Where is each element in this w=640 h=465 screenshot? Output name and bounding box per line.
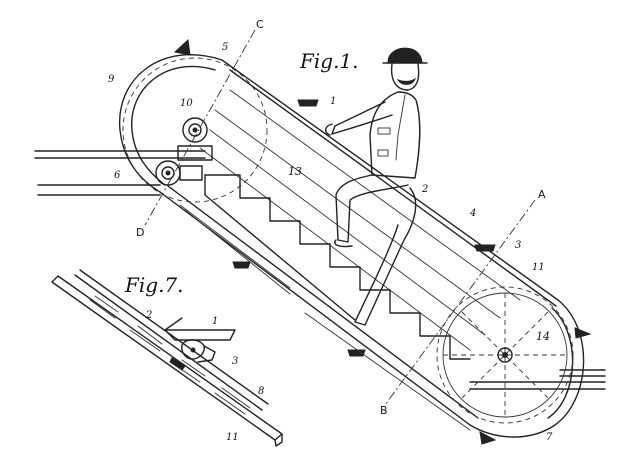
fig7-title: Fig.7. — [124, 273, 184, 297]
lower-landing — [469, 369, 606, 390]
fig7-ref-1: 1 — [212, 316, 218, 327]
ref-9-drum: 9 — [108, 74, 115, 85]
ref-7-lower: 7 — [546, 432, 553, 443]
staircase — [204, 174, 471, 360]
figure-1: Fig.1. C D A B 1 2 3 4 5 6 7 9 10 11 13 … — [34, 18, 606, 445]
belt-hatching — [199, 89, 521, 351]
section-letter-a: A — [538, 188, 546, 201]
ref-1-handrail: 1 — [330, 96, 336, 107]
lower-drum-wheel — [436, 286, 574, 424]
ref-13-belt: 13 — [288, 165, 302, 178]
fig7-step-carriage — [164, 317, 236, 371]
rail-brackets — [173, 38, 592, 445]
fig7-ref-3: 3 — [232, 356, 238, 367]
fig7-ref-11: 11 — [226, 432, 239, 443]
section-letter-c: C — [256, 18, 264, 31]
ref-2-step: 2 — [421, 184, 428, 195]
figure-7: Fig.7. 1 2 3 8 11 — [51, 269, 283, 447]
upper-sprocket — [177, 117, 213, 161]
section-line-c-d — [144, 29, 256, 226]
section-line-a-b — [384, 199, 536, 406]
passenger-figure — [325, 47, 428, 326]
ref-5-top: 5 — [222, 42, 228, 53]
ref-3-rail: 3 — [515, 240, 521, 251]
ref-6-sprocket: 6 — [114, 170, 121, 181]
upper-drum-circle — [122, 57, 268, 203]
fig7-ref-8: 8 — [258, 386, 264, 397]
section-letter-d: D — [136, 226, 144, 239]
fig1-title: Fig.1. — [299, 49, 359, 73]
ref-4-casing: 4 — [469, 208, 476, 219]
ref-14-wheel: 14 — [536, 330, 550, 343]
base-rail — [179, 204, 471, 431]
fig7-ref-2: 2 — [145, 310, 152, 321]
section-letter-b: B — [380, 404, 388, 417]
fig7-rail — [51, 269, 283, 447]
belt-casing — [118, 54, 585, 438]
ref-10-sprocket: 10 — [180, 98, 193, 109]
ref-11-belt: 11 — [532, 262, 545, 273]
upper-landing — [34, 150, 206, 196]
